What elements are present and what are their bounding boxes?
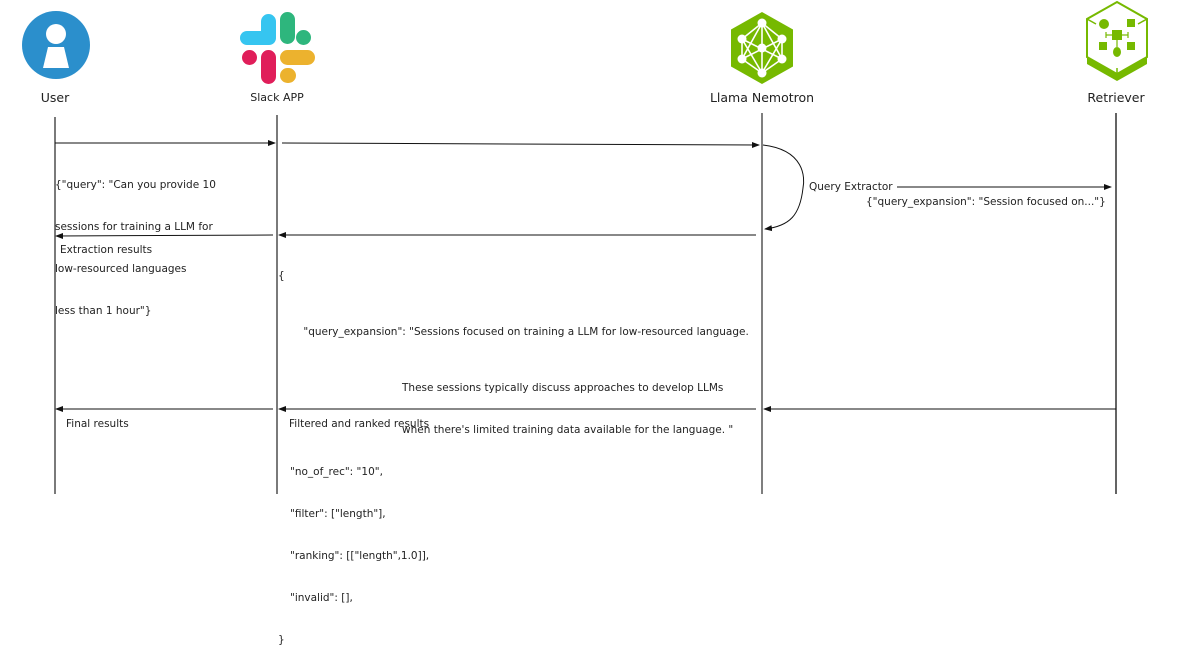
final-results-label: Final results bbox=[66, 418, 129, 430]
json-query-expansion-line: "Sessions focused on training a LLM for … bbox=[409, 326, 749, 338]
json-query-expansion-line: These sessions typically discuss approac… bbox=[402, 382, 724, 394]
json-no-of-rec: "no_of_rec": "10", bbox=[290, 466, 383, 478]
arrow-slack-to-user-extraction bbox=[55, 232, 274, 239]
arrow-slack-to-llama bbox=[281, 141, 760, 148]
json-close-brace: } bbox=[278, 634, 285, 646]
query-expansion-short: {"query_expansion": "Session focused on.… bbox=[866, 196, 1106, 208]
query-message: {"query": "Can you provide 10 sessions f… bbox=[55, 150, 216, 332]
user-icon bbox=[22, 11, 90, 79]
query-extractor-label: Query Extractor bbox=[809, 181, 893, 193]
filtered-ranked-results-label: Filtered and ranked results bbox=[289, 418, 430, 430]
query-line: sessions for training a LLM for bbox=[55, 221, 213, 233]
query-line: less than 1 hour"} bbox=[55, 305, 152, 317]
json-key-query-expansion: "query_expansion": bbox=[303, 326, 410, 338]
extraction-json: { "query_expansion": "Sessions focused o… bbox=[278, 241, 749, 661]
extraction-results-label: Extraction results bbox=[60, 244, 153, 256]
json-open-brace: { bbox=[278, 270, 285, 282]
query-line: low-resourced languages bbox=[55, 263, 187, 275]
retriever-icon bbox=[1086, 0, 1148, 81]
actor-label-slack: Slack APP bbox=[250, 91, 304, 104]
sequence-diagram bbox=[54, 113, 1117, 494]
json-invalid: "invalid": [], bbox=[290, 592, 353, 604]
json-query-expansion-line: when there's limited training data avail… bbox=[402, 424, 734, 436]
json-ranking: "ranking": [["length",1.0]], bbox=[290, 550, 430, 562]
arrow-llama-self-call bbox=[762, 144, 805, 232]
actor-label-retriever: Retriever bbox=[1087, 90, 1145, 105]
slack-icon bbox=[240, 12, 315, 84]
json-filter: "filter": ["length"], bbox=[290, 508, 386, 520]
actor-label-llama: Llama Nemotron bbox=[709, 90, 815, 105]
query-line: {"query": "Can you provide 10 bbox=[55, 179, 216, 191]
actor-label-user: User bbox=[40, 90, 70, 105]
neural-network-icon bbox=[731, 12, 793, 84]
